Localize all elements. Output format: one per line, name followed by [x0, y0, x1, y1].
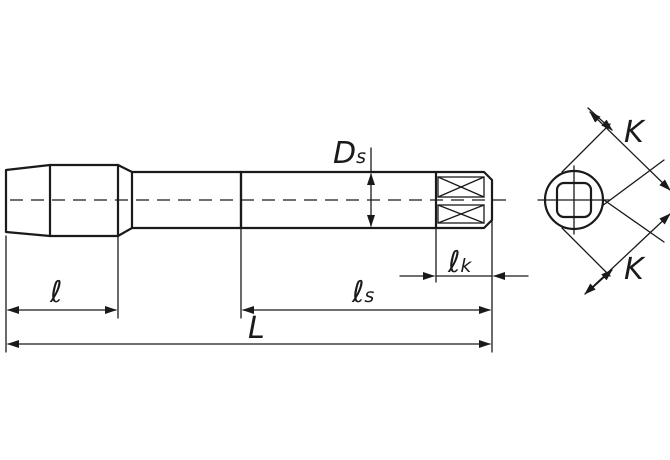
- thread-body: [4, 163, 134, 238]
- k-top-arrow-a: [587, 107, 613, 131]
- k-ext-3: [603, 199, 665, 243]
- square-upper-diag-2: [437, 176, 485, 198]
- square-length-dimension: ℓk: [399, 245, 529, 280]
- lk-label: ℓk: [447, 245, 472, 280]
- square-lower-face: [437, 204, 485, 224]
- shank-diameter-dimension: Ds: [333, 136, 375, 227]
- tap-side-view: [4, 163, 510, 238]
- k-top-label: K: [624, 115, 646, 150]
- shank-length-dimension: ℓs: [242, 275, 491, 314]
- ls-label: ℓs: [351, 275, 374, 310]
- k-bottom-label: K: [624, 252, 646, 287]
- k-ext-2: [601, 159, 665, 207]
- L-label: L: [248, 311, 265, 346]
- thread-length-dimension: ℓ: [7, 275, 117, 314]
- square-lower-diag-2: [437, 204, 485, 224]
- tap-end-view: K K: [537, 107, 670, 295]
- l-label: ℓ: [49, 275, 62, 310]
- ds-label: Ds: [333, 136, 366, 171]
- k-ext-1: [561, 123, 611, 173]
- square-upper-face: [437, 176, 485, 198]
- k-bottom-arrow-a: [589, 269, 613, 291]
- overall-length-dimension: L: [7, 311, 491, 348]
- k-bottom-dimension-line: [584, 213, 670, 295]
- k-ext-4: [561, 227, 611, 277]
- extension-lines: [5, 219, 493, 353]
